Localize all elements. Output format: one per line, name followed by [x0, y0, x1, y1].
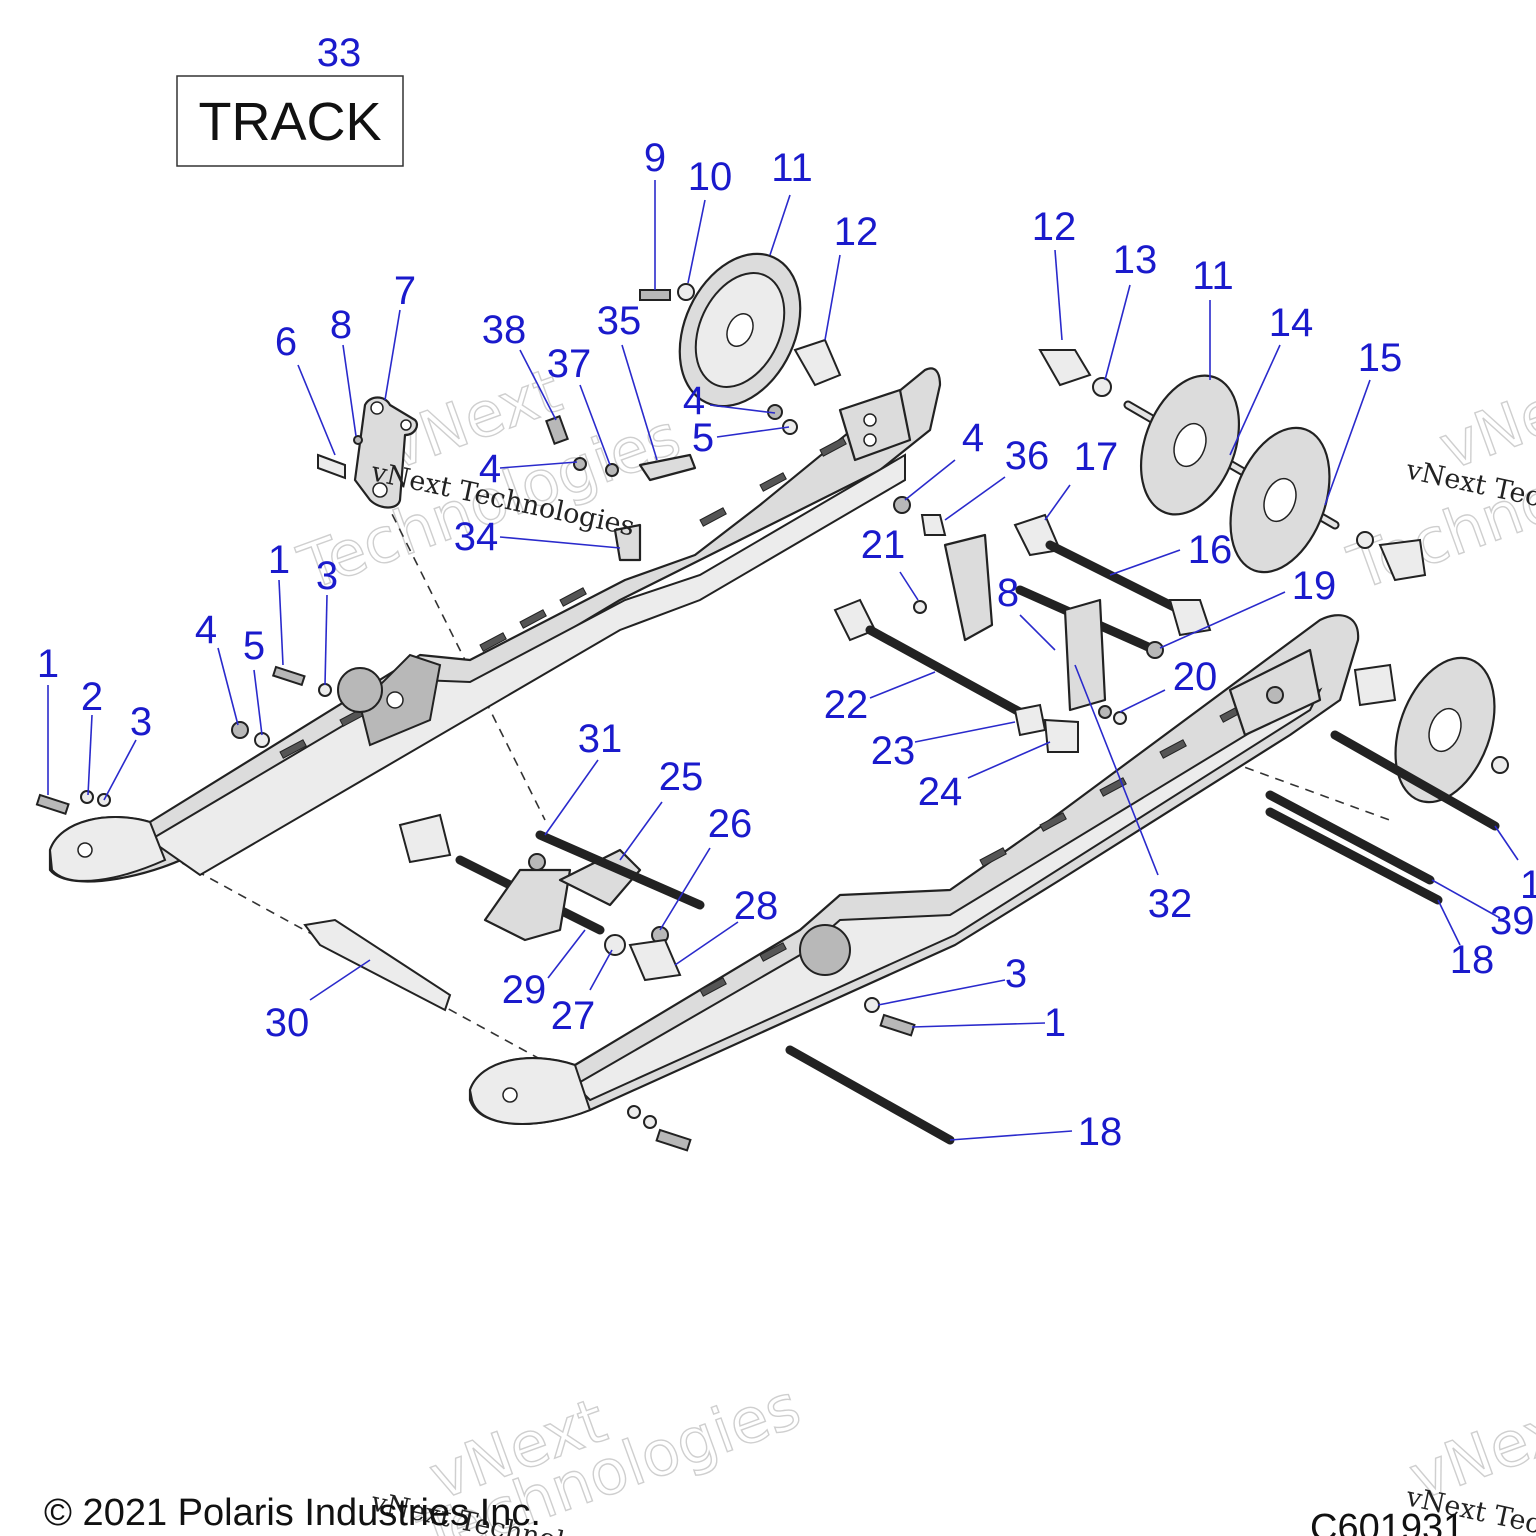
callout-4: 4 — [479, 447, 501, 491]
callout-39: 39 — [1490, 899, 1535, 943]
callout-3: 3 — [316, 554, 338, 598]
callout-32: 32 — [1148, 882, 1193, 926]
callout-13: 13 — [1113, 238, 1158, 282]
center-parts — [303, 813, 705, 1012]
callout-7: 7 — [394, 269, 416, 313]
callout-18: 18 — [1078, 1110, 1123, 1154]
right-edge-parts — [1265, 656, 1509, 905]
callout-12: 12 — [834, 210, 879, 254]
callout-31: 31 — [578, 717, 623, 761]
callout-3: 3 — [130, 700, 152, 744]
callout-23: 23 — [871, 729, 916, 773]
callout-12: 12 — [1032, 205, 1077, 249]
callout-1: 1 — [1520, 863, 1536, 907]
callout-16: 16 — [1188, 528, 1233, 572]
callout-28: 28 — [734, 884, 779, 928]
track-label: TRACK — [198, 92, 381, 152]
callout-38: 38 — [482, 308, 527, 352]
callout-27: 27 — [551, 994, 596, 1038]
callout-20: 20 — [1173, 655, 1218, 699]
figure-code: C601931 — [1310, 1507, 1464, 1536]
callout-2: 2 — [81, 675, 103, 719]
leader-lines — [47, 180, 1519, 1141]
callout-6: 6 — [275, 320, 297, 364]
callout-9: 9 — [644, 136, 666, 180]
callout-3: 3 — [1005, 952, 1027, 996]
callout-11: 11 — [1192, 254, 1234, 298]
callout-35: 35 — [597, 299, 642, 343]
callout-15: 15 — [1358, 336, 1403, 380]
callout-10: 10 — [688, 155, 733, 199]
bracket-assembly — [545, 415, 697, 562]
copyright-text: © 2021 Polaris Industries Inc. — [44, 1492, 541, 1534]
callout-8: 8 — [997, 571, 1019, 615]
callout-19: 19 — [1292, 564, 1337, 608]
callout-24: 24 — [918, 770, 963, 814]
callout-5: 5 — [692, 416, 714, 460]
footer: © 2021 Polaris Industries Inc. C601931 — [44, 1492, 1464, 1536]
callout-36: 36 — [1005, 434, 1050, 478]
callout-18: 18 — [1450, 938, 1495, 982]
callout-4: 4 — [962, 416, 984, 460]
callout-29: 29 — [502, 968, 547, 1012]
upper-idler-wheel — [639, 252, 842, 435]
callout-1: 1 — [268, 538, 290, 582]
fasteners — [35, 665, 955, 1152]
callout-34: 34 — [454, 515, 499, 559]
callout-37: 37 — [547, 342, 592, 386]
callout-33: 33 — [317, 31, 362, 75]
callout-1: 1 — [1044, 1001, 1066, 1045]
callout-14: 14 — [1269, 301, 1314, 345]
callout-21: 21 — [861, 523, 906, 567]
upper-right-idler-wheels — [1038, 349, 1427, 582]
callout-4: 4 — [195, 608, 217, 652]
track-box: TRACK 33 — [176, 31, 404, 167]
callout-5: 5 — [243, 624, 265, 668]
callout-4: 4 — [683, 379, 705, 423]
track-frame — [176, 75, 404, 167]
callout-1: 1 — [37, 642, 59, 686]
right-rail — [468, 614, 1360, 1126]
callout-30: 30 — [265, 1001, 310, 1045]
link-assembly — [317, 396, 419, 509]
callout-26: 26 — [708, 802, 753, 846]
mid-right-parts — [833, 496, 1212, 753]
callouts: 1 2 3 1 3 4 5 6 8 7 38 37 35 4 34 9 10 1… — [37, 136, 1536, 1154]
callout-11: 11 — [771, 146, 813, 190]
left-rail — [48, 367, 942, 883]
callout-22: 22 — [824, 683, 869, 727]
callout-8: 8 — [330, 303, 352, 347]
callout-25: 25 — [659, 755, 704, 799]
callout-17: 17 — [1074, 435, 1119, 479]
